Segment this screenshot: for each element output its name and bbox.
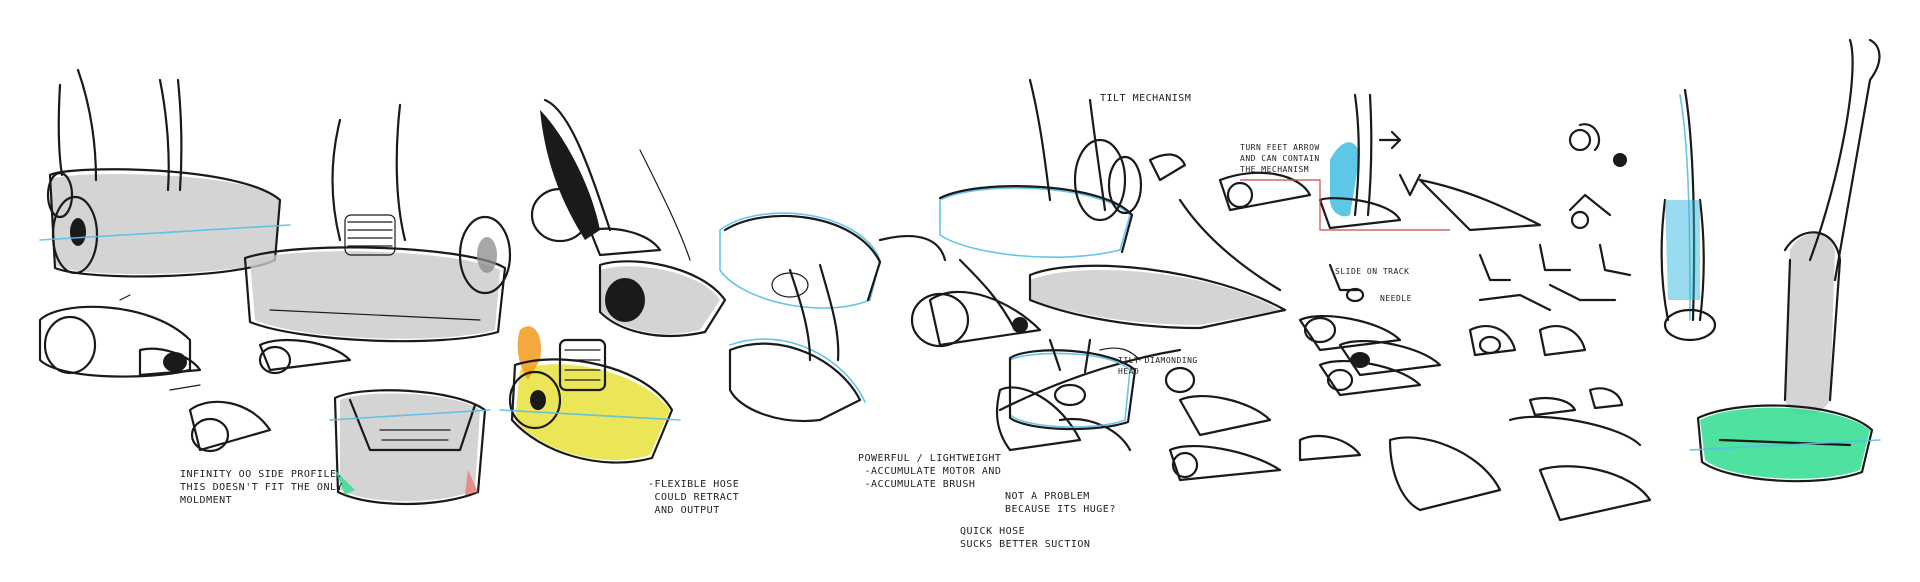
note-infinity: INFINITY OO SIDE PROFILE. THIS DOESN'T F… bbox=[180, 469, 344, 506]
sketch-tilt-mechanism-head bbox=[938, 78, 1187, 258]
note-slide-on: SLIDE ON TRACK bbox=[1335, 267, 1410, 276]
sketch-floor-head-blue bbox=[1008, 338, 1141, 431]
note-flexible-hose: -FLEXIBLE HOSE COULD RETRACT AND OUTPUT bbox=[648, 479, 740, 516]
sketch-vacuum-head-coil bbox=[243, 103, 512, 343]
note-tilt-mechanism: TILT MECHANISM bbox=[1100, 93, 1192, 104]
sketch-mechanism-studies bbox=[1328, 123, 1632, 357]
note-needle: NEEDLE bbox=[1380, 294, 1412, 303]
note-not-a-problem: NOT A PROBLEM BECAUSE ITS HUGE? bbox=[1005, 491, 1116, 515]
sketch-side-profiles-left bbox=[38, 294, 352, 453]
sketch-handheld-blue-center bbox=[719, 212, 947, 422]
sketch-upright-green-base bbox=[1689, 38, 1881, 483]
sketch-stick-vacuum-blue bbox=[1660, 88, 1717, 342]
note-turn-feet: TURN FEET ARROW AND CAN CONTAIN THE MECH… bbox=[1240, 143, 1320, 174]
sketch-vacuum-upright-front-left bbox=[39, 68, 291, 278]
note-powerful-lightweight: POWERFUL / LIGHTWEIGHT -ACCUMULATE MOTOR… bbox=[858, 453, 1002, 490]
sketch-canister-center bbox=[910, 198, 1287, 348]
sketch-vacuum-front-view bbox=[329, 389, 491, 506]
note-quick-hose: QUICK HOSE SUCKS BETTER SUCTION bbox=[960, 526, 1091, 550]
sketch-vacuum-yellow-concept bbox=[499, 326, 681, 464]
sketch-tilt-arrow-upright bbox=[1218, 93, 1542, 232]
sketch-vacuum-dark-upright bbox=[530, 98, 727, 338]
sketch-side-profile-cluster bbox=[995, 314, 1652, 522]
note-tilt-dual: TILT DIAMONDING HEAD bbox=[1118, 356, 1198, 376]
